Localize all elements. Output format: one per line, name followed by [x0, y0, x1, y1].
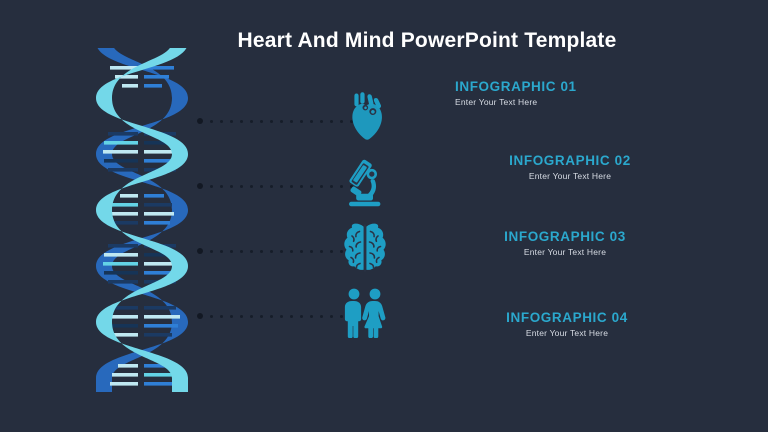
- connector-dot: [350, 184, 353, 188]
- connector-dot: [240, 184, 243, 188]
- dotted-connector-line: [197, 248, 353, 254]
- infographic-heading: INFOGRAPHIC 03: [504, 229, 626, 244]
- infographic-heading: INFOGRAPHIC 01: [455, 79, 577, 94]
- connector-dot: [300, 314, 303, 318]
- connector-dot: [260, 314, 263, 318]
- connector-dot: [210, 184, 213, 188]
- connector-dot: [270, 119, 273, 123]
- connector-dot: [310, 119, 313, 123]
- connector-dot: [320, 249, 323, 253]
- brain-icon[interactable]: [334, 223, 396, 273]
- connector-dot: [320, 314, 323, 318]
- infographic-heading: INFOGRAPHIC 04: [506, 310, 628, 325]
- infographic-subtext: Enter Your Text Here: [455, 97, 538, 107]
- people-man-woman-icon[interactable]: [334, 288, 396, 338]
- connector-dot: [280, 119, 283, 123]
- dotted-connector-line: [197, 313, 353, 319]
- connector-dot: [310, 249, 313, 253]
- connector-dot: [220, 119, 223, 123]
- connector-dot: [260, 184, 263, 188]
- connector-dot: [220, 184, 223, 188]
- connector-dot: [220, 249, 223, 253]
- dotted-connector-line: [197, 118, 353, 124]
- connector-node-dot: [197, 118, 203, 124]
- infographic-subtext: Enter Your Text Here: [525, 328, 609, 338]
- connector-dot: [290, 314, 293, 318]
- infographic-text-block: INFOGRAPHIC 04 Enter Your Text Here: [452, 310, 682, 338]
- connector-dot: [230, 119, 233, 123]
- connector-dot: [280, 184, 283, 188]
- connector-dot: [250, 119, 253, 123]
- infographic-subtext: Enter Your Text Here: [528, 171, 612, 181]
- connector-dot: [210, 314, 213, 318]
- connector-dot: [350, 119, 353, 123]
- infographic-text-block: INFOGRAPHIC 01 Enter Your Text Here: [455, 79, 685, 107]
- connector-dot: [240, 249, 243, 253]
- infographic-text-block: INFOGRAPHIC 03 Enter Your Text Here: [450, 229, 680, 257]
- connector-dot: [280, 314, 283, 318]
- connector-dot: [310, 314, 313, 318]
- connector-dot: [290, 249, 293, 253]
- connector-dot: [240, 314, 243, 318]
- connector-dot: [300, 119, 303, 123]
- connector-dot: [250, 314, 253, 318]
- connector-dot: [340, 119, 343, 123]
- connector-dot: [300, 184, 303, 188]
- connector-dot: [230, 184, 233, 188]
- connector-dot: [340, 314, 343, 318]
- connector-dot: [210, 249, 213, 253]
- connector-dot: [280, 249, 283, 253]
- connector-dot: [340, 249, 343, 253]
- connector-node-dot: [197, 313, 203, 319]
- connector-dot: [320, 119, 323, 123]
- connector-dot: [310, 184, 313, 188]
- connector-node-dot: [197, 183, 203, 189]
- connector-dot: [210, 119, 213, 123]
- dotted-connector-line: [197, 183, 353, 189]
- microscope-icon[interactable]: [334, 156, 396, 208]
- connector-dot: [320, 184, 323, 188]
- dna-strand-cyan: [96, 48, 188, 392]
- connector-dot: [330, 249, 333, 253]
- connector-dot: [330, 314, 333, 318]
- connector-dot: [300, 249, 303, 253]
- connector-dot: [330, 119, 333, 123]
- connector-dot: [230, 314, 233, 318]
- page-title: Heart And Mind PowerPoint Template: [237, 29, 617, 52]
- connector-dot: [270, 314, 273, 318]
- infographic-subtext: Enter Your Text Here: [523, 247, 607, 257]
- infographic-heading: INFOGRAPHIC 02: [509, 153, 631, 168]
- dna-double-helix-illustration: [82, 48, 202, 392]
- connector-dot: [340, 184, 343, 188]
- connector-dot: [330, 184, 333, 188]
- connector-dot: [250, 249, 253, 253]
- connector-dot: [220, 314, 223, 318]
- connector-dot: [270, 249, 273, 253]
- connector-node-dot: [197, 248, 203, 254]
- connector-dot: [230, 249, 233, 253]
- infographic-text-block: INFOGRAPHIC 02 Enter Your Text Here: [455, 153, 685, 181]
- connector-dot: [290, 119, 293, 123]
- connector-dot: [240, 119, 243, 123]
- anatomical-heart-icon[interactable]: [334, 90, 396, 142]
- connector-dot: [290, 184, 293, 188]
- connector-dot: [260, 249, 263, 253]
- connector-dot: [250, 184, 253, 188]
- connector-dot: [260, 119, 263, 123]
- connector-dot: [270, 184, 273, 188]
